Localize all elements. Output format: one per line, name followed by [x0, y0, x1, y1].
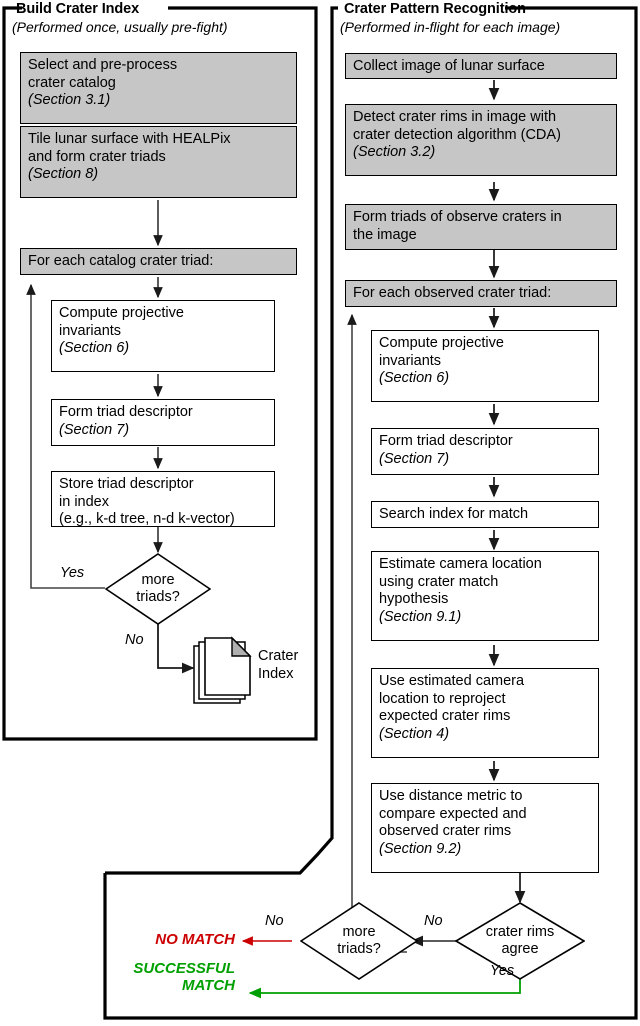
node-store-triad-descriptor[interactable]: Store triad descriptor in index (e.g., k…	[51, 471, 275, 527]
node-line-section: (Section 6)	[59, 340, 130, 356]
node-line: Form triad descriptor	[379, 433, 513, 449]
node-reproject-expected-rims[interactable]: Use estimated camera location to reproje…	[371, 668, 599, 758]
edge-label-yes-left: Yes	[60, 565, 85, 581]
node-line: Form triads of observe craters in	[353, 209, 562, 225]
decision-crater-rims-agree[interactable]: crater rims agree	[455, 902, 585, 980]
edge-label-no-more-triads: No	[265, 913, 284, 929]
crater-index-doc-label: Crater Index	[258, 648, 299, 682]
node-estimate-camera-location[interactable]: Estimate camera location using crater ma…	[371, 551, 599, 641]
node-line-section: (Section 3.2)	[353, 144, 436, 160]
node-line: Store triad descriptor	[59, 476, 194, 492]
decision-more-triads-bottom[interactable]: more triads?	[300, 902, 418, 980]
node-line: Compute projective	[59, 305, 184, 321]
node-line: Detect crater rims in image with	[353, 109, 557, 125]
node-line: using crater match	[379, 573, 499, 590]
node-line-section: (Section 6)	[379, 370, 450, 386]
node-for-each-catalog-triad[interactable]: For each catalog crater triad:	[20, 248, 297, 275]
node-line: invariants	[59, 322, 122, 339]
node-line-section: (Section 9.2)	[379, 840, 462, 857]
node-line: crater catalog	[28, 74, 116, 91]
node-tile-lunar-surface[interactable]: Tile lunar surface with HEALPix and form…	[20, 126, 297, 198]
node-line: Form triad descriptor	[59, 404, 193, 420]
node-line: Use distance metric to	[379, 788, 523, 804]
node-compute-projective-invariants-right[interactable]: Compute projective invariants (Section 6…	[371, 330, 599, 402]
node-line-section: (Section 7)	[379, 450, 450, 467]
node-line: For each observed crater triad:	[353, 285, 552, 301]
node-line: Select and pre-process	[28, 57, 178, 73]
decision-more-triads-left[interactable]: more triads?	[105, 553, 211, 625]
node-line: invariants	[379, 352, 442, 369]
node-line-math: (e.g., k-d tree, n-d k-vector)	[59, 511, 235, 527]
node-line: observed crater rims	[379, 823, 512, 839]
edge-label-no-crater-rims: No	[424, 913, 443, 929]
node-line: expected crater rims	[379, 708, 511, 724]
node-form-triad-descriptor-left[interactable]: Form triad descriptor (Section 7)	[51, 399, 275, 446]
terminal-no-match: NO MATCH	[155, 931, 235, 948]
node-line: in index	[59, 493, 109, 510]
terminal-successful-match: SUCCESSFUL MATCH	[133, 960, 235, 994]
node-line: Tile lunar surface with HEALPix	[28, 131, 231, 147]
node-line: the image	[353, 226, 417, 243]
node-line: and form crater triads	[28, 148, 166, 165]
node-line-section: (Section 7)	[59, 421, 130, 438]
node-line: Estimate camera location	[379, 556, 542, 572]
node-line: crater detection algorithm (CDA)	[353, 126, 561, 143]
edge-label-no-left: No	[125, 632, 144, 648]
right-panel-subtitle: (Performed in-flight for each image)	[340, 19, 561, 35]
node-distance-metric-compare[interactable]: Use distance metric to compare expected …	[371, 783, 599, 873]
node-line: location to reproject	[379, 690, 506, 707]
node-line: Search index for match	[379, 506, 529, 522]
right-panel-title: Crater Pattern Recognition	[344, 1, 526, 17]
node-compute-projective-invariants-left[interactable]: Compute projective invariants (Section 6…	[51, 300, 275, 372]
node-line-section: (Section 8)	[28, 166, 99, 182]
edge-label-yes-crater-rims: Yes	[490, 963, 515, 979]
node-detect-crater-rims[interactable]: Detect crater rims in image with crater …	[345, 104, 617, 176]
node-line: compare expected and	[379, 805, 527, 822]
node-select-preprocess-catalog[interactable]: Select and pre-process crater catalog (S…	[20, 52, 297, 124]
node-line-section: (Section 3.1)	[28, 92, 111, 108]
node-line: hypothesis	[379, 591, 449, 607]
node-line: For each catalog crater triad:	[28, 253, 214, 269]
left-panel-title: Build Crater Index	[16, 1, 140, 17]
node-form-observed-triads[interactable]: Form triads of observe craters in the im…	[345, 204, 617, 250]
crater-index-document-icon	[193, 636, 252, 704]
node-line-section: (Section 9.1)	[379, 608, 462, 625]
left-panel-subtitle: (Performed once, usually pre-fight)	[12, 19, 228, 35]
node-line: Use estimated camera	[379, 673, 525, 689]
node-for-each-observed-triad[interactable]: For each observed crater triad:	[345, 280, 617, 307]
node-line: Collect image of lunar surface	[353, 58, 545, 74]
node-collect-image[interactable]: Collect image of lunar surface	[345, 53, 617, 79]
node-search-index-for-match[interactable]: Search index for match	[371, 501, 599, 528]
node-line: Compute projective	[379, 335, 504, 351]
node-form-triad-descriptor-right[interactable]: Form triad descriptor (Section 7)	[371, 428, 599, 475]
node-line-section: (Section 4)	[379, 725, 450, 742]
